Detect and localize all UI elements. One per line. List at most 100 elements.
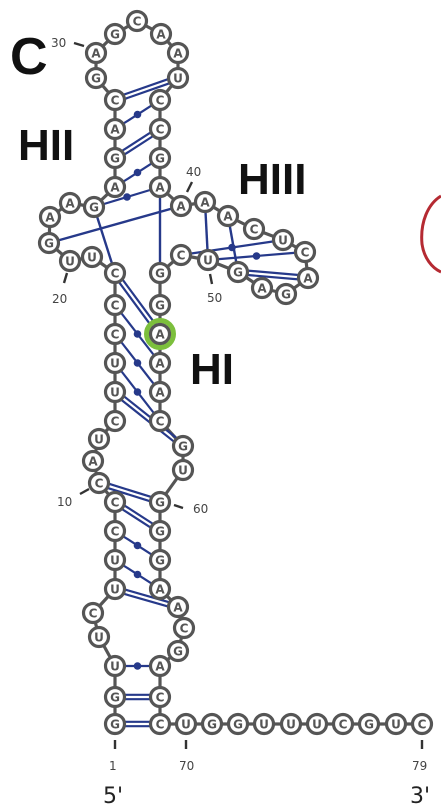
nucleotide-circle: [103, 293, 127, 317]
nucleotide-circle: [226, 260, 250, 284]
nucleotide-18: C: [103, 261, 127, 285]
pair-bond-line: [108, 482, 152, 499]
base-pair: [119, 369, 156, 415]
base-pair: [247, 269, 299, 281]
nucleotide-60: G: [148, 490, 172, 514]
nucleotide-letter: A: [110, 181, 120, 195]
nucleotide-letter: C: [180, 622, 189, 636]
nucleotide-letter: A: [110, 123, 120, 137]
pair-bond-line: [120, 398, 175, 443]
base-pair: [121, 131, 154, 156]
nucleotide-circle: [125, 9, 149, 33]
wobble-pair-dot: [228, 243, 236, 252]
nucleotide-circle: [103, 490, 127, 514]
position-label-1: 1: [109, 759, 117, 773]
nucleotide-circle: [410, 712, 434, 736]
nucleotide-circle: [242, 217, 266, 241]
nucleotide-circle: [103, 685, 127, 709]
base-pair: [124, 693, 151, 701]
nucleotide-37: C: [148, 117, 172, 141]
nucleotide-letter: A: [155, 386, 165, 400]
nucleotide-circle: [148, 712, 172, 736]
nucleotide-circle: [87, 471, 111, 495]
nucleotide-letter: U: [391, 718, 401, 732]
nucleotide-58: G: [171, 434, 195, 458]
nucleotide-circle: [148, 577, 172, 601]
nucleotide-27: A: [103, 117, 127, 141]
nucleotide-9: C: [103, 490, 127, 514]
nucleotide-69: C: [148, 712, 172, 736]
pair-bond-line: [121, 508, 152, 529]
pair-bond-line: [117, 281, 154, 329]
nucleotide-62: G: [148, 548, 172, 572]
wobble-pair-dot: [133, 359, 142, 367]
nucleotide-circle: [103, 88, 127, 112]
five-prime-label: 5': [103, 784, 123, 809]
nucleotide-circle: [148, 519, 172, 543]
nucleotide-circle: [169, 194, 193, 218]
nucleotide-31: G: [103, 22, 127, 46]
nucleotide-letter: A: [88, 455, 98, 469]
nucleotide-letter: C: [111, 415, 120, 429]
nucleotide-letter: G: [155, 525, 165, 539]
nucleotide-letter: U: [203, 254, 213, 268]
nucleotide-circle: [84, 41, 108, 65]
nucleotide-44: U: [271, 228, 295, 252]
nucleotide-circle: [81, 449, 105, 473]
nucleotide-letter: A: [155, 328, 165, 342]
nucleotide-letter: A: [155, 660, 165, 674]
nucleotide-circle: [103, 409, 127, 433]
nucleotide-circle: [357, 712, 381, 736]
nucleotide-circle: [87, 427, 111, 451]
nucleotide-10: C: [87, 471, 111, 495]
nucleotide-letter: G: [281, 288, 291, 302]
nucleotide-letter: G: [233, 266, 243, 280]
nucleotide-letter: G: [89, 201, 99, 215]
nucleotide-1: G: [103, 712, 127, 736]
nucleotide-20: U: [58, 249, 82, 273]
nucleotide-circle: [87, 625, 111, 649]
position-label-20: 20: [52, 292, 67, 306]
nucleotide-letter: G: [110, 28, 120, 42]
nucleotide-78: U: [384, 712, 408, 736]
position-label-50: 50: [207, 291, 222, 305]
position-label-40: 40: [186, 165, 201, 179]
nucleotide-letter: U: [94, 433, 104, 447]
nucleotide-circle: [103, 22, 127, 46]
nucleotide-letter: A: [173, 601, 183, 615]
nucleotide-11: A: [81, 449, 105, 473]
nucleotide-letter: A: [173, 47, 183, 61]
nucleotide-letter: U: [87, 251, 97, 265]
nucleotide-circle: [37, 231, 61, 255]
position-label-10: 10: [57, 495, 72, 509]
nucleotide-circle: [103, 548, 127, 572]
pair-bond-line: [247, 269, 299, 277]
nucleotide-circle: [169, 243, 193, 267]
nucleotide-circle: [216, 204, 240, 228]
nucleotide-letter: U: [181, 718, 191, 732]
nucleotide-76: C: [331, 712, 355, 736]
nucleotide-letter: C: [177, 249, 186, 263]
nucleotide-circle: [103, 577, 127, 601]
nucleotide-42: A: [216, 204, 240, 228]
nucleotide-letter: U: [286, 718, 296, 732]
pair-bond-line: [123, 135, 154, 156]
pair-bond-line: [123, 504, 154, 525]
base-pair: [122, 104, 153, 125]
nucleotide-30: A: [84, 41, 108, 65]
nucleotide-letter: C: [111, 94, 120, 108]
nucleotide-circle: [82, 195, 106, 219]
nucleotide-circle: [148, 322, 172, 346]
nucleotide-letter: G: [173, 645, 183, 659]
nucleotide-19: U: [80, 245, 104, 269]
nucleotide-45: C: [293, 240, 317, 264]
nucleotide-letter: G: [91, 72, 101, 86]
nucleotide-letter: C: [133, 15, 142, 29]
nucleotide-52: G: [148, 261, 172, 285]
nucleotide-14: U: [103, 380, 127, 404]
nucleotide-letter: C: [156, 94, 165, 108]
nucleotide-letter: C: [301, 246, 310, 260]
nucleotide-53: G: [148, 293, 172, 317]
